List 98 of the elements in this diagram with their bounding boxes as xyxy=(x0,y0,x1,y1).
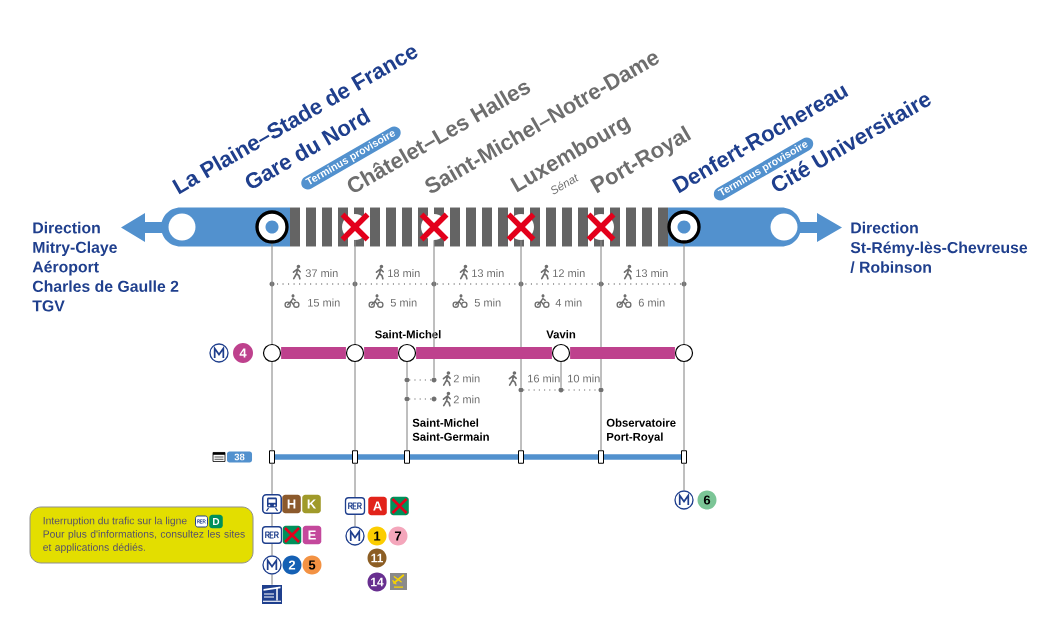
connector-line xyxy=(354,463,356,498)
bus-line xyxy=(410,454,518,460)
closed-station-marker xyxy=(339,211,371,243)
stop-marker xyxy=(518,450,524,464)
travel-time: 4 min xyxy=(555,298,582,307)
rer-icon xyxy=(261,526,283,544)
stop-name: Observatoire Port-Royal xyxy=(606,418,676,444)
bus-line xyxy=(275,454,352,460)
connector-line xyxy=(406,382,408,397)
line-badge: 11 xyxy=(367,548,387,568)
connector-line xyxy=(600,239,602,388)
connector-line xyxy=(683,463,685,491)
metro-line xyxy=(570,347,675,359)
metro-icon xyxy=(674,490,694,510)
walk-time: 16 min xyxy=(528,374,560,383)
travel-time: 13 min xyxy=(472,269,504,278)
direction-text: Direction xyxy=(851,221,918,234)
walk-time: 10 min xyxy=(568,374,600,383)
stop-marker xyxy=(681,450,687,464)
terminus-station-marker xyxy=(667,210,701,244)
connector-line xyxy=(520,392,522,451)
direction-text: Charles de Gaulle 2 xyxy=(32,280,179,292)
metro-line xyxy=(281,347,346,359)
stop-marker xyxy=(269,450,275,464)
bus-station-icon xyxy=(262,585,282,604)
connector-line xyxy=(271,243,273,345)
line-badge: H xyxy=(282,494,301,514)
walk-time: 2 min xyxy=(453,374,480,383)
travel-time: 15 min xyxy=(308,298,340,307)
travel-time: 37 min xyxy=(305,269,338,278)
connector-line xyxy=(354,239,356,345)
line-badge: 2 xyxy=(282,555,302,575)
line-badge: 7 xyxy=(388,526,408,546)
stop-circle xyxy=(345,343,365,363)
crossed-line-badge xyxy=(390,496,409,516)
travel-time: 5 min xyxy=(474,298,501,307)
train-icon xyxy=(262,494,283,514)
connector-line xyxy=(271,463,273,495)
connector-line xyxy=(433,239,435,378)
connector-line xyxy=(271,574,273,586)
connector-line xyxy=(354,514,356,527)
closed-station-marker xyxy=(505,211,537,243)
closed-station-marker xyxy=(418,211,450,243)
bus-line xyxy=(604,454,681,460)
travel-time: 18 min xyxy=(388,269,420,278)
connector-line xyxy=(600,392,602,451)
direction-text: Aéroport xyxy=(32,260,99,276)
connector-line xyxy=(683,243,685,345)
line-badge: 5 xyxy=(302,555,322,575)
line-badge: 14 xyxy=(367,572,387,592)
connector-line xyxy=(683,361,685,451)
metro-line xyxy=(364,347,398,359)
stop-circle xyxy=(262,343,282,363)
direction-text: Direction xyxy=(33,221,100,234)
line-badge: E xyxy=(302,525,322,545)
station-name: Saint-Michel xyxy=(375,330,441,339)
connector-line xyxy=(560,361,562,388)
line-badge: 38 xyxy=(227,451,252,463)
travel-time: 12 min xyxy=(553,269,585,277)
closed-station-marker xyxy=(585,211,617,243)
direction-text: Mitry-Claye xyxy=(33,241,117,257)
line-badge: 4 xyxy=(233,343,253,363)
line-badge: 1 xyxy=(367,526,387,546)
dotted-walk-line xyxy=(409,398,432,400)
metro-icon xyxy=(345,526,365,546)
dotted-walk-line xyxy=(409,379,432,381)
stop-name: Saint-Michel Saint-Germain xyxy=(412,418,489,441)
terminus-station-marker xyxy=(255,210,289,244)
travel-time: 6 min xyxy=(638,298,665,307)
connector-line xyxy=(271,513,273,527)
station-marker xyxy=(770,213,798,241)
direction-text: TGV xyxy=(32,300,65,312)
dotted-walk-line xyxy=(563,389,599,391)
connector-line xyxy=(406,361,408,378)
metro-icon xyxy=(262,555,282,575)
line-badge: K xyxy=(302,494,321,514)
rer-icon xyxy=(344,497,366,515)
metro-line xyxy=(416,347,552,359)
station-name: Vavin xyxy=(546,330,576,339)
connector-line xyxy=(271,361,273,451)
connector-line xyxy=(271,543,273,556)
line-badge: A xyxy=(368,496,387,516)
travel-time: 5 min xyxy=(390,298,417,307)
connector-line xyxy=(406,401,408,451)
station-marker xyxy=(168,213,196,241)
bus-line xyxy=(524,454,598,460)
direction-text: / Robinson xyxy=(850,261,931,273)
direction-text: St-Rémy-lès-Chevreuse xyxy=(850,241,1028,257)
connector-line xyxy=(354,361,356,451)
travel-time: 13 min xyxy=(636,269,668,278)
stop-circle xyxy=(674,343,694,363)
dotted-walk-line xyxy=(523,389,559,391)
line-badge: 6 xyxy=(697,490,717,510)
bus-line xyxy=(358,454,404,460)
stop-marker xyxy=(352,450,358,464)
walk-time: 2 min xyxy=(453,395,480,404)
connector-line xyxy=(520,239,522,388)
crossed-line-badge xyxy=(282,525,302,545)
